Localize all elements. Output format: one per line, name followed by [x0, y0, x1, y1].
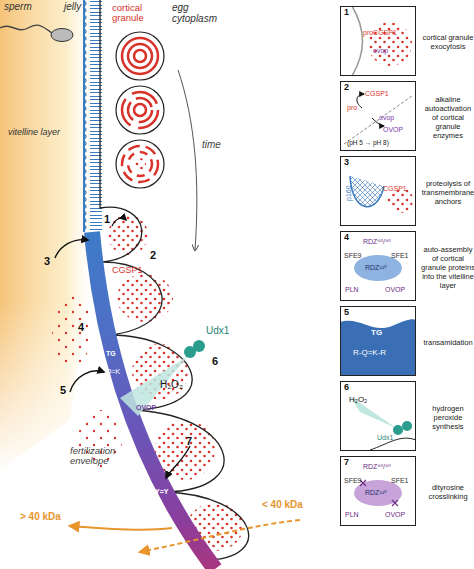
protein-label: ovop — [373, 47, 388, 54]
axis-label: time — [202, 140, 221, 151]
region-label: jelly — [64, 2, 81, 13]
step-description: cortical granule exocytosis — [421, 7, 474, 77]
step-panel: 3p160CGSP1proteolysis of transmembrane a… — [340, 156, 416, 226]
protein-label: proCGSP1 — [363, 29, 397, 36]
size-label: > 40 kDa — [20, 512, 61, 523]
protein-label: RDZ⁶⁰/⁹⁰ — [363, 238, 391, 245]
protein-label: SFE9 — [344, 477, 362, 484]
protein-label: CGSP1 — [383, 185, 407, 192]
protein-label: RDZ⁶⁰/⁹⁰ — [363, 463, 391, 470]
callout-number: 5 — [60, 385, 66, 397]
protein-label: TG — [371, 329, 382, 337]
protein-label: RDZ¹²⁰ — [365, 264, 387, 271]
step-description: dityrosine crosslinking — [421, 457, 474, 527]
protein-label: OVOP — [385, 286, 405, 293]
step-description: hydrogen peroxide synthesis — [421, 382, 474, 452]
organism-label: sperm — [4, 2, 32, 13]
region-label: egg cytoplasm — [172, 3, 227, 24]
callout-number: 2 — [150, 250, 156, 262]
step-description: alkaline autoactivation of cortical gran… — [421, 82, 474, 152]
structure-label: cortical granule — [112, 3, 164, 23]
step-panel: 5TGR-Q=K-Rtransamidation — [340, 306, 416, 376]
step-panel: 1proCGSP1ovopcortical granule exocytosis — [340, 6, 416, 76]
protein-label: Udx1 — [377, 434, 393, 441]
protein-label: RDZ¹²⁰ — [365, 489, 387, 496]
protein-label: OVOP — [136, 404, 156, 411]
protein-label: SFE1 — [391, 252, 409, 259]
region-label: vitelline layer — [8, 128, 60, 137]
protein-label: CGSP1 — [365, 90, 389, 97]
step-number: 3 — [344, 158, 349, 167]
step-number: 1 — [344, 8, 349, 17]
step-number: 7 — [344, 458, 349, 467]
step-number: 5 — [344, 308, 349, 317]
protein-label: p160 — [345, 185, 352, 201]
protein-label: H₂O₂ — [349, 396, 367, 404]
step-number: 6 — [344, 383, 349, 392]
callout-number: 7 — [186, 436, 192, 448]
bond-label: Y=Y — [155, 488, 168, 495]
step-description: auto-assembly of cortical granule protei… — [421, 232, 474, 302]
step-description: proteolysis of transmembrane anchors — [421, 157, 474, 227]
callout-number: 4 — [78, 322, 84, 334]
step-panel: 2proCGSP1ovopOVOP(pH 5 → pH 8)alkaline a… — [340, 81, 416, 151]
protein-label: PLN — [345, 286, 359, 293]
protein-label: SFE9 — [344, 252, 362, 259]
protein-label: OVOP — [383, 126, 403, 133]
protein-label: CGSP1 — [112, 266, 143, 275]
callout-number: 3 — [44, 256, 50, 268]
protein-label: (pH 5 → pH 8) — [347, 140, 389, 147]
step-panel: 7RDZ⁶⁰/⁹⁰SFE9SFE1RDZ¹²⁰PLNOVOPdityrosine… — [340, 456, 416, 526]
protein-label: SFE1 — [391, 477, 409, 484]
molecule-label: H₂O₂ — [160, 380, 183, 391]
step-number: 2 — [344, 83, 349, 92]
protein-label: OVOP — [385, 511, 405, 518]
step-panel: 4RDZ⁶⁰/⁹⁰SFE9SFE1RDZ¹²⁰PLNOVOPauto-assem… — [340, 231, 416, 301]
bond-label: Q=K — [106, 368, 120, 375]
protein-label: ovop — [379, 114, 394, 121]
protein-label: R-Q=K-R — [353, 349, 386, 357]
step-panel: 6H₂O₂Udx1hydrogen peroxide synthesis — [340, 381, 416, 451]
protein-label: pro — [347, 104, 357, 111]
protein-label: PLN — [345, 511, 359, 518]
size-label: < 40 kDa — [262, 500, 303, 511]
callout-number: 6 — [212, 356, 218, 368]
protein-label: TG — [106, 350, 116, 357]
callout-number: 1 — [104, 214, 110, 226]
protein-label: Udx1 — [206, 326, 229, 337]
step-number: 4 — [344, 233, 349, 242]
structure-label: fertilization envelope — [70, 446, 132, 466]
step-description: transamidation — [421, 307, 474, 377]
